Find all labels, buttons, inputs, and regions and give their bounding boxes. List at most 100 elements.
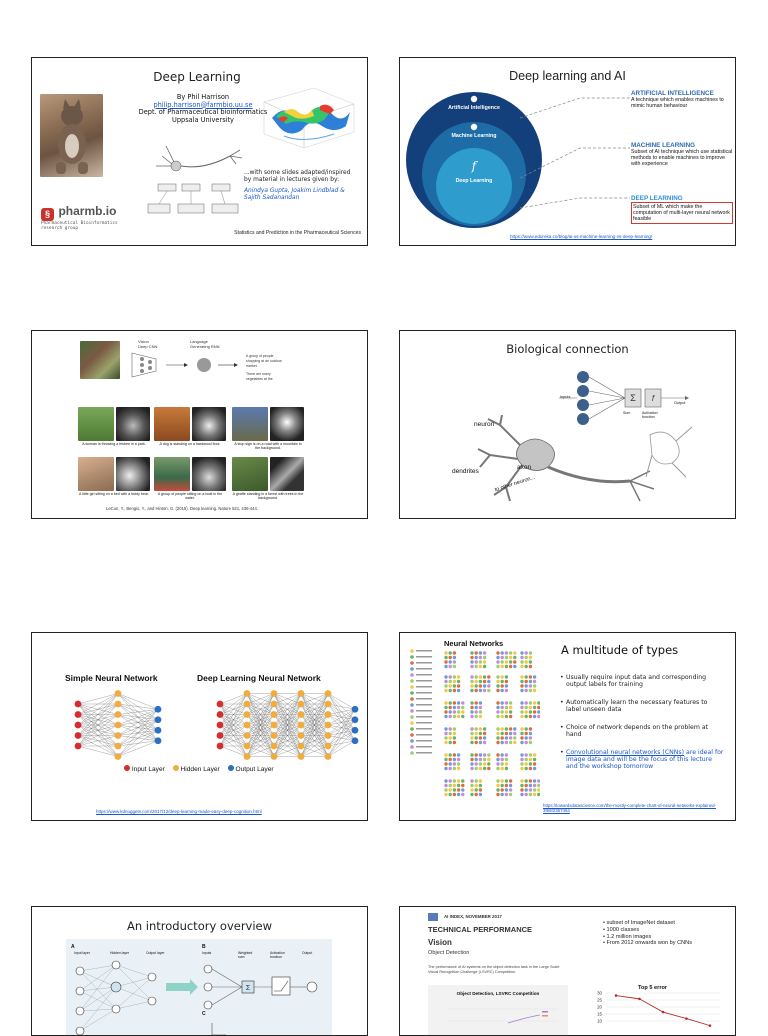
zoo-node	[470, 651, 474, 655]
zoo-node	[528, 792, 533, 797]
nn-edge	[246, 693, 275, 726]
caption-6: A giraffe standing in a forest with tree…	[232, 492, 304, 500]
zoo-node	[528, 766, 533, 771]
giraffe-photo	[232, 457, 268, 491]
girl-bear-photo	[78, 457, 114, 491]
zoo-node	[452, 779, 457, 783]
zoo-node	[470, 660, 474, 664]
zoo-node	[508, 788, 513, 792]
nn-edge	[219, 693, 248, 726]
zoo-node	[537, 705, 540, 710]
zoo-node	[482, 655, 487, 660]
zoo-node	[500, 679, 504, 684]
email-link[interactable]: philip.harrison@farmbio.uu.se	[153, 100, 253, 109]
zoo-node	[444, 664, 448, 669]
zoo-node	[452, 783, 457, 788]
lsvrc-chart-title: Object Detection, LSVRC Competition	[456, 991, 540, 996]
nn-edge	[273, 735, 302, 757]
zoo-node	[487, 762, 491, 766]
zoo-legend-text	[416, 716, 432, 718]
svg-text:market.: market.	[246, 364, 258, 368]
zoo-legend-dot	[410, 655, 414, 659]
zoo-node	[496, 753, 500, 757]
frisbee-photo	[78, 407, 114, 441]
zoo-node	[508, 710, 513, 714]
zoo-node	[482, 762, 487, 766]
zoo-node	[470, 788, 474, 792]
nn-node	[270, 711, 278, 718]
nn-node	[243, 711, 251, 718]
zoo-node	[496, 705, 500, 710]
zoo-node	[504, 788, 509, 792]
source-url[interactable]: https://www.kdnuggets.com/2017/12/deep-l…	[96, 809, 262, 814]
zoo-node	[496, 679, 500, 684]
zoo-node	[528, 675, 533, 679]
zoo-node	[520, 727, 524, 731]
weighted-sum-label: Weighted sum	[238, 951, 253, 959]
zoo-node	[496, 655, 500, 660]
neuron-illustration	[477, 415, 693, 502]
zoo-node	[482, 679, 487, 684]
source-url[interactable]: https://towardsdatascience.com/the-mostl…	[543, 803, 717, 813]
zoo-node	[508, 660, 513, 664]
venn-diagram: f Artificial Intelligence Machine Learni…	[404, 86, 544, 231]
legend-hidden: Hidden Layer	[180, 766, 220, 773]
ai-index-header: AI INDEX, NOVEMBER 2017	[444, 914, 502, 919]
nn-edge	[77, 703, 119, 747]
zoo-node	[448, 679, 452, 684]
zoo-node	[478, 766, 483, 771]
zoo-node	[528, 664, 533, 669]
zoo-node	[520, 783, 524, 788]
adapted-note: ...with some slides adapted/inspired	[244, 170, 351, 176]
zoo-node	[520, 740, 524, 745]
zoo-node	[478, 664, 483, 669]
zoo-node	[513, 740, 517, 745]
source-url[interactable]: https://www.edureka.co/blog/ai-vs-machin…	[510, 234, 653, 239]
zoo-node	[524, 783, 528, 788]
neuron-label: neuron	[474, 421, 495, 428]
zoo-node	[452, 684, 457, 688]
nn-node	[114, 711, 122, 718]
ai-heading: ARTIFICIAL INTELLIGENCE	[631, 90, 714, 97]
slide-biological-connection: Biological connection Σ f Inputs Output …	[399, 330, 736, 519]
zoo-node	[474, 705, 478, 710]
nn-edge	[219, 693, 248, 747]
zoo-node	[452, 736, 457, 740]
zoo-node	[532, 753, 537, 757]
deep-nn-title: Deep Learning Neural Network	[197, 673, 321, 683]
zoo-legend-text	[416, 680, 432, 682]
zoo-node	[452, 710, 457, 714]
zoo-node	[496, 788, 500, 792]
zoo-node	[456, 701, 461, 705]
nn-node	[351, 726, 359, 734]
slide-title: An introductory overview	[126, 919, 273, 933]
giraffe-attention	[270, 457, 304, 491]
zoo-node	[470, 684, 474, 688]
ai-description: A technique which enables machines to mi…	[631, 97, 724, 109]
zoo-node	[496, 792, 500, 797]
nn-node	[154, 737, 162, 745]
nn-edge	[117, 709, 159, 726]
slide-deep-learning: Deep Learning By Phil Harrison philip.ha…	[31, 57, 368, 246]
ml-heading: MACHINE LEARNING	[631, 142, 696, 149]
zoo-node	[528, 705, 533, 710]
zoo-node	[500, 779, 504, 783]
zoo-node	[456, 757, 461, 762]
neural-network-zoo	[410, 649, 540, 797]
zoo-node	[461, 701, 465, 705]
slide-image-captioning: Vision Deep CNN Language Generating RNN …	[31, 330, 368, 519]
svg-text:Σ: Σ	[630, 393, 636, 403]
zoo-node	[520, 753, 524, 757]
output-label: Output	[674, 401, 686, 405]
department: Dept. of Pharmaceutical bioinformatics	[138, 108, 268, 117]
zoo-node	[524, 688, 528, 693]
zoo-node	[532, 705, 537, 710]
nn-edge	[77, 693, 119, 715]
zoo-node	[482, 740, 487, 745]
zoo-node	[470, 679, 474, 684]
zoo-node	[532, 684, 537, 688]
cnn-link[interactable]: Convolutional neural networks (CNNs)	[566, 749, 685, 756]
zoo-legend-text	[416, 668, 432, 670]
zoo-node	[508, 664, 513, 669]
zoo-node	[496, 762, 500, 766]
